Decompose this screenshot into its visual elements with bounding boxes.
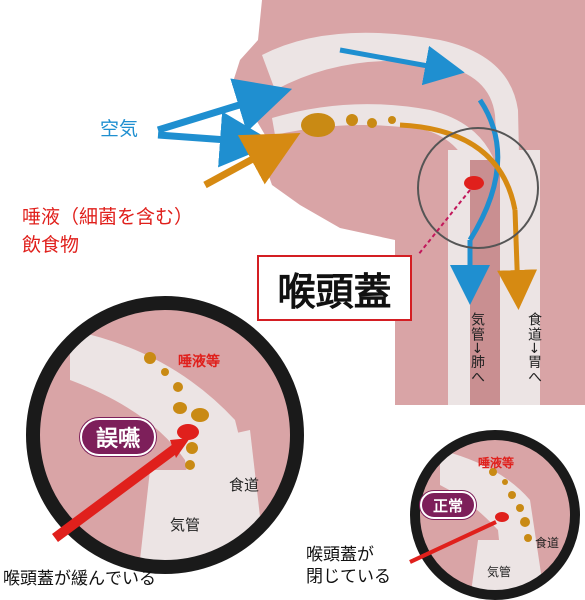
normal-badge: 正常 xyxy=(420,491,476,519)
right-saliva-label: 唾液等 xyxy=(478,456,515,470)
air-label: 空気 xyxy=(100,118,139,140)
left-trachea-label: 気管 xyxy=(170,516,201,534)
esophagus-to-stomach-label: 食道→胃へ xyxy=(526,312,542,385)
left-saliva-label: 唾液等 xyxy=(178,354,220,370)
left-caption: 喉頭蓋が緩んでいる xyxy=(3,569,156,589)
right-esophagus-label: 食道 xyxy=(535,536,560,550)
right-trachea-label: 気管 xyxy=(487,565,512,579)
food-arrows xyxy=(203,122,538,310)
food-label: 飲食物 xyxy=(22,234,80,256)
trachea-to-lung-label: 気管→肺へ xyxy=(469,312,485,385)
saliva-bacteria-label: 唾液（細菌を含む） xyxy=(22,206,194,228)
zoom-circle xyxy=(417,127,539,249)
food-bolus xyxy=(301,113,396,137)
right-caption-line2: 閉じている xyxy=(306,567,391,587)
epiglottis-label-box: 喉頭蓋 xyxy=(257,255,412,321)
left-zoom-circle xyxy=(26,296,304,574)
right-caption-line1: 喉頭蓋が xyxy=(306,545,374,565)
epiglottis-marker xyxy=(464,176,484,190)
aspiration-badge: 誤嚥 xyxy=(80,418,156,456)
left-esophagus-label: 食道 xyxy=(229,476,260,494)
